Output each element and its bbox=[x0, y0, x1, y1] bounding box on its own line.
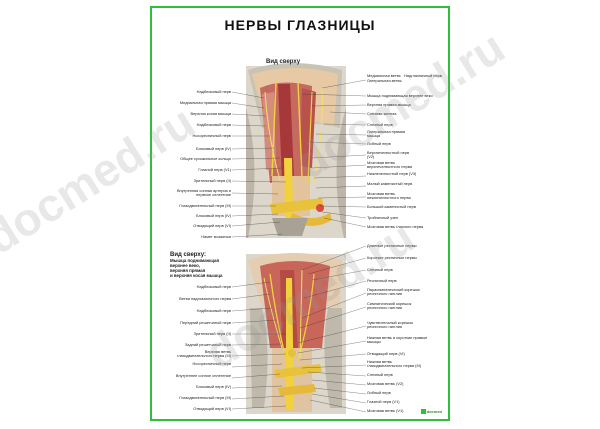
label: Отводящий нерв (VI) bbox=[367, 351, 405, 356]
label: Блоковый нерв (IV) bbox=[196, 213, 231, 218]
label: Глазной нерв (V1) bbox=[198, 167, 231, 172]
label: Ветви надглазничного нерва bbox=[179, 296, 231, 301]
top-orbit-illustration bbox=[246, 63, 346, 238]
logo-text: docmed bbox=[426, 408, 442, 414]
label: Общее сухожильное кольцо bbox=[180, 156, 231, 161]
label: Большой каменистый нерв bbox=[367, 204, 416, 209]
label: Надглазничный нерв bbox=[404, 73, 442, 78]
label: Медиальная ветвь bbox=[367, 73, 401, 78]
label: Зрительный нерв (II) bbox=[193, 331, 231, 336]
label: Блоковый нерв (IV) bbox=[196, 384, 231, 389]
bottom-orbit-illustration bbox=[246, 253, 346, 414]
label: Носоресничный нерв bbox=[192, 361, 232, 366]
anatomy-illustration bbox=[231, 63, 367, 414]
label: Надблоковый нерв bbox=[196, 284, 231, 289]
label: Зрительный нерв (II) bbox=[193, 178, 231, 183]
label: Намет мозжечка bbox=[201, 234, 231, 239]
label: Чувствительный корешок ресничного гангли… bbox=[367, 320, 414, 330]
label: Надблоковый нерв bbox=[196, 89, 231, 94]
label: Слезный нерв bbox=[367, 122, 393, 127]
label: Мозговая ветвь (V1) bbox=[367, 408, 404, 413]
label: Мозговая ветвь глазного нерва bbox=[367, 224, 424, 229]
label: Мозговая ветвь (V2) bbox=[367, 381, 404, 386]
label: Симпатический корешок ресничного ганглия bbox=[367, 301, 412, 311]
bottom-view-subtitle: Вид сверху: Мышца поднимающая верхнее ве… bbox=[170, 252, 222, 278]
label: Нижняя ветвь и короткие прямые мышцы bbox=[367, 335, 428, 345]
label: Надблоковый нерв bbox=[196, 308, 231, 313]
subtitle-line: верхнее веко, bbox=[170, 263, 201, 268]
label: Внутренняя сонная артерия и нервное спле… bbox=[176, 188, 231, 198]
subtitle-line: Мышца поднимающая bbox=[170, 258, 220, 263]
label: Верхняя ветвь глазодвигательного нерва (… bbox=[176, 349, 231, 359]
poster: НЕРВЫ ГЛАЗНИЦЫ Вид сверху Надблоковый не… bbox=[150, 6, 450, 421]
label: Тройничный узел bbox=[367, 215, 399, 220]
label: Носоресничный нерв bbox=[192, 133, 232, 138]
label: Лобный нерв bbox=[367, 390, 391, 395]
label: Верхняя прямая мышца bbox=[367, 102, 411, 107]
label: Надблоковый нерв bbox=[196, 122, 231, 127]
label: Ресничный нерв bbox=[367, 278, 397, 283]
label: Медиальная прямая мышца bbox=[179, 100, 231, 105]
label: Нижняя ветвь глазодвигательного нерва (I… bbox=[367, 359, 422, 369]
label: Мозговая ветвь нижнечелюстного нерва bbox=[367, 191, 411, 201]
label: Верхняя косая мышца bbox=[190, 111, 231, 116]
label: Латеральная прямая мышца bbox=[367, 129, 405, 139]
label: Глазодвигательный нерв (III) bbox=[179, 395, 231, 400]
label: Латеральная ветвь bbox=[367, 78, 402, 83]
label: Лобный нерв bbox=[367, 141, 391, 146]
subtitle-line: верхняя прямая bbox=[170, 268, 206, 273]
label: Мозговая ветвь верхнечелюстного нерва bbox=[367, 160, 412, 170]
label: Малый каменистый нерв bbox=[367, 181, 413, 186]
label: Слезный нерв bbox=[367, 372, 393, 377]
label: Нижнечелюстной нерв (V3) bbox=[367, 171, 417, 176]
label: Глазодвигательный нерв (III) bbox=[179, 203, 231, 208]
label: Отводящий нерв (VI) bbox=[193, 406, 231, 411]
label: Задний решетчатый нерв bbox=[184, 342, 231, 347]
label: Мышца поднимающая верхнее веко bbox=[367, 93, 433, 98]
bottom-view-subtitle-head: Вид сверху: bbox=[170, 252, 207, 258]
brand-logo: docmed bbox=[420, 408, 442, 414]
label: Слезный нерв bbox=[367, 267, 393, 272]
label: Короткие ресничные нервы bbox=[367, 255, 417, 260]
subtitle-line: и верхняя косая мышца bbox=[170, 273, 223, 278]
label: Передний решетчатый нерв bbox=[180, 320, 231, 325]
label: Парасимпатический корешок ресничного ган… bbox=[367, 287, 420, 297]
label: Длинные ресничные нервы bbox=[367, 243, 417, 248]
label: Отводящий нерв (VI) bbox=[193, 223, 231, 228]
top-view-subtitle: Вид сверху bbox=[266, 59, 301, 65]
label: Внутреннее сонное сплетение bbox=[175, 373, 231, 378]
label: Блоковый нерв (IV) bbox=[196, 146, 231, 151]
label: Глазной нерв (V1) bbox=[367, 399, 400, 404]
label: Верхнечелюстной нерв (V2) bbox=[367, 150, 410, 160]
leader-lines bbox=[231, 79, 367, 413]
poster-title: НЕРВЫ ГЛАЗНИЦЫ bbox=[224, 17, 376, 33]
label: Слезная железа bbox=[367, 111, 397, 116]
logo-icon bbox=[420, 409, 426, 414]
